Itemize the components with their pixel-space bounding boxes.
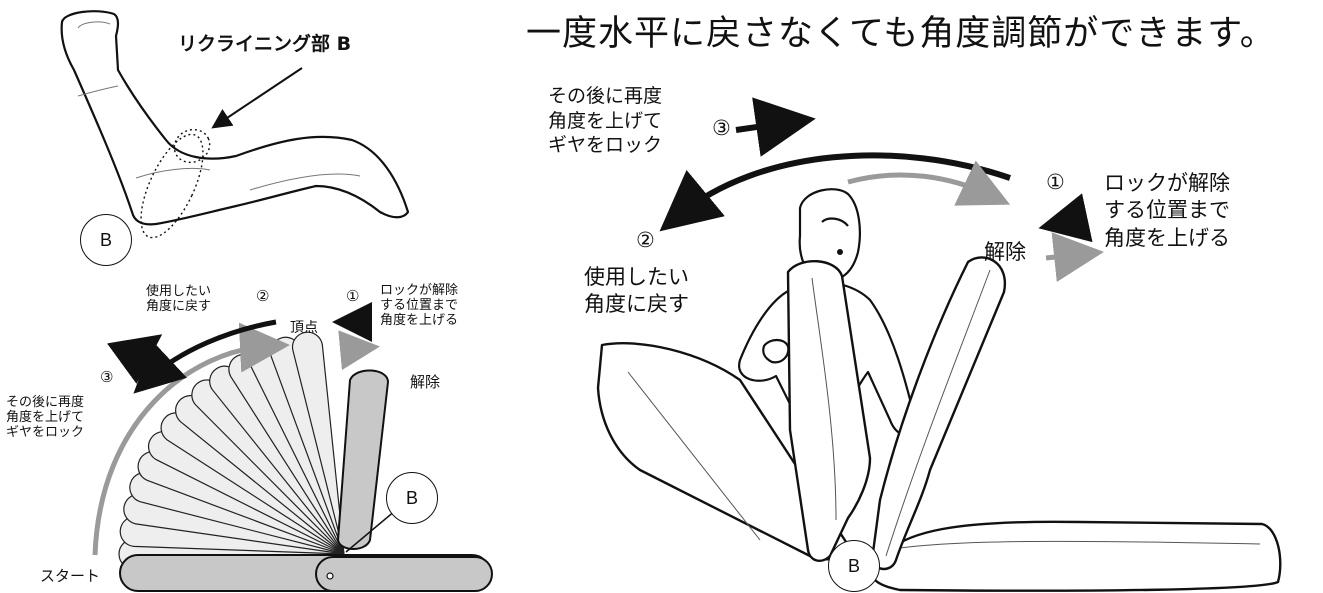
- part-label: リクライニング部 B: [178, 33, 352, 55]
- right-raise-arc: [847, 160, 1011, 206]
- bl-step1-text: ロックが解除 する位置まで 角度を上げる: [380, 283, 459, 328]
- hinge-marker-label: B: [99, 229, 112, 250]
- r-step1-text: ロックが解除 する位置まで 角度を上げる: [1104, 171, 1230, 250]
- right-unlock-gray-arrow: [1045, 232, 1104, 283]
- bl-apex-label: 頂点: [290, 320, 318, 336]
- bl-start-label: スタート: [40, 567, 101, 585]
- part-pointer-arrow: [211, 67, 303, 129]
- hinge-marker-right: B: [828, 540, 880, 592]
- chair-seat-right: [596, 342, 1282, 592]
- backrest-fan: [118, 331, 345, 570]
- fan-backrest-position: [291, 331, 345, 555]
- seat-base: [119, 554, 493, 592]
- backrest-left-right-scene: [786, 259, 872, 562]
- backrest-right-right-scene: [870, 256, 1007, 571]
- apex-gray-arrow: [338, 330, 380, 371]
- recline-part-highlight: [140, 128, 211, 239]
- bl-step3-text: その後に再度 角度を上げて ギヤをロック: [6, 395, 85, 440]
- relock-arrow: [107, 334, 163, 384]
- right-unlock-black-arrow: [1038, 193, 1093, 243]
- r-step1-num: ①: [1046, 170, 1065, 194]
- bl-step2-num: ②: [256, 287, 270, 305]
- r-release-label: 解除: [984, 240, 1026, 264]
- hinge-marker-label: B: [405, 487, 418, 508]
- chair-outline-top-left: [60, 10, 410, 226]
- bl-step2-text: 使用したい 角度に戻す: [146, 284, 212, 314]
- headline: 一度水平に戻さなくても角度調節ができます。: [526, 14, 1276, 54]
- r-step3-text: その後に再度 角度を上げて ギヤをロック: [548, 85, 663, 157]
- hinge-marker-bottom-left: B: [386, 472, 438, 524]
- r-step2-num: ②: [636, 228, 655, 252]
- raise-arc-arrow: [92, 322, 290, 556]
- r-step3-num: ③: [712, 116, 731, 140]
- bl-release-label: 解除: [410, 373, 441, 391]
- r-step2-text: 使用したい 角度に戻す: [584, 265, 689, 317]
- right-relock-arrow: [735, 97, 816, 157]
- hinge-marker-top-left: B: [80, 214, 132, 266]
- bl-step1-num: ①: [346, 287, 360, 305]
- bl-step3-num: ③: [100, 368, 114, 386]
- hinge-marker-label: B: [847, 555, 860, 576]
- released-backrest: [336, 369, 390, 550]
